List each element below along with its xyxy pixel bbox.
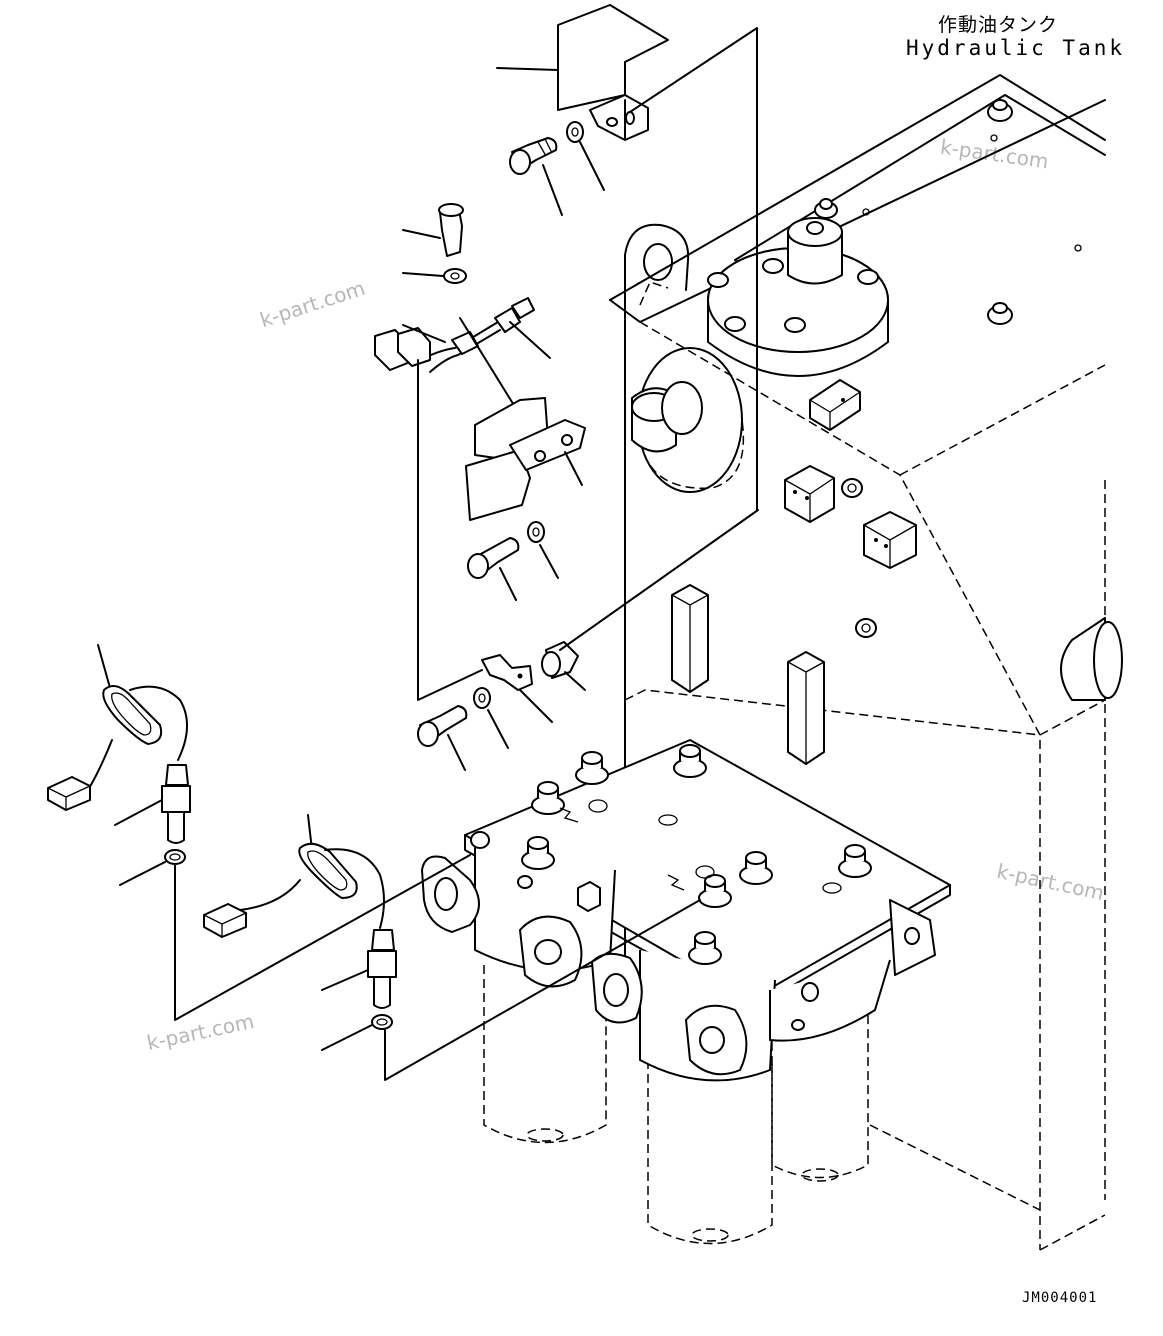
filter-assembly xyxy=(421,739,951,1245)
filter-flanges xyxy=(421,855,748,1076)
drawing-code: JM004001 xyxy=(1022,1290,1098,1306)
breather-cap xyxy=(707,217,889,377)
level-gauge-port xyxy=(631,347,745,493)
title-japanese: 作動油タンク xyxy=(938,14,1059,36)
title-english: Hydraulic Tank xyxy=(906,36,1126,60)
hydraulic-tank xyxy=(609,74,1123,1251)
temperature-sensor-1 xyxy=(47,644,471,1021)
suction-pipe-stub xyxy=(1060,617,1123,701)
clamp-assembly xyxy=(417,509,759,771)
filter-head-bolts xyxy=(470,744,872,965)
cover-bracket xyxy=(496,4,758,511)
temperature-sensor-2 xyxy=(203,814,701,1081)
tank-brackets xyxy=(671,379,917,765)
cover-bolts xyxy=(814,99,1082,325)
sensor-bracket-assembly xyxy=(374,203,586,701)
bolt-washer-set-1 xyxy=(509,121,605,216)
